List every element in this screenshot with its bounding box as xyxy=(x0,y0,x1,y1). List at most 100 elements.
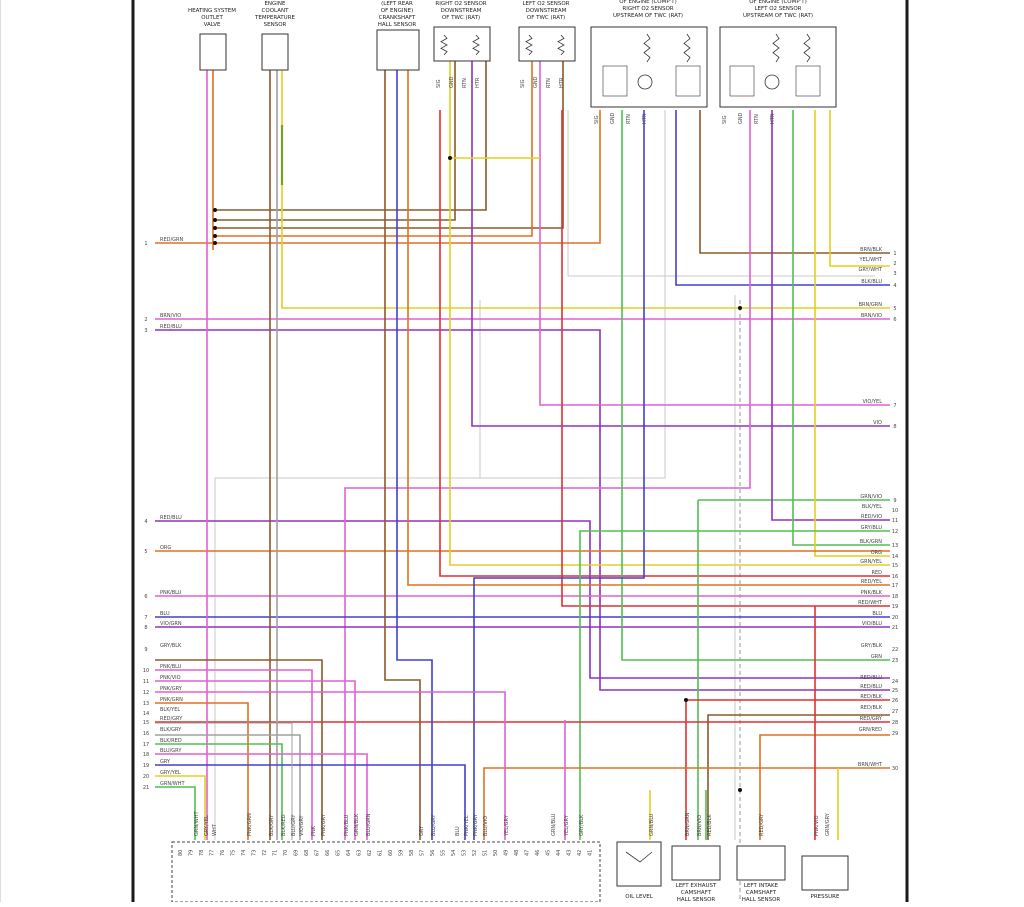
ecm-pin-number: 63 xyxy=(357,850,363,856)
ecm-pin-number: 59 xyxy=(399,850,405,856)
left-wire-label: BLK/YEL xyxy=(160,707,180,713)
right-pin-number: 19 xyxy=(892,604,898,610)
left-pin-number: 11 xyxy=(143,679,149,685)
right-wire-label: RED/BLU xyxy=(860,684,882,690)
wire xyxy=(155,786,196,840)
right-wire-label: RED xyxy=(872,570,883,576)
component-title: VALVE xyxy=(204,22,221,28)
ecm-pin-number: 61 xyxy=(378,850,384,856)
left-wire-label: PNK/BLU xyxy=(160,664,182,670)
splice-dot xyxy=(738,788,742,792)
left-wire-label: GRN/WHT xyxy=(160,781,185,787)
wire xyxy=(155,702,249,840)
right-pin-number: 30 xyxy=(892,766,898,772)
left-pin-number: 20 xyxy=(143,774,149,780)
component-title: TEMPERATURE xyxy=(254,15,296,21)
ecm-pin-number: 50 xyxy=(493,850,499,856)
left-pin-number: 7 xyxy=(144,615,147,621)
ecm-pin-number: 70 xyxy=(283,850,289,856)
right-wire-label: BRN/BLK xyxy=(860,247,883,253)
right-wire-label: BRN/GRN xyxy=(859,302,883,308)
wires xyxy=(155,60,890,840)
heater-element-symbol xyxy=(764,74,780,90)
bottom-wire-label: VIO/GRY xyxy=(299,814,305,836)
ecm-pin-number: 47 xyxy=(525,850,531,856)
right-pin-number: 20 xyxy=(892,615,898,621)
wire xyxy=(155,520,890,679)
right-wire-label: RED/BLK xyxy=(860,694,882,700)
ecm-pin-number: 45 xyxy=(546,850,552,856)
wire xyxy=(396,70,433,840)
splice-dot xyxy=(448,156,452,160)
pressure-sensor xyxy=(801,855,849,891)
faint-wire xyxy=(215,110,666,479)
ecm-pin-number: 66 xyxy=(325,850,331,856)
left-pin-number: 12 xyxy=(143,690,149,696)
right-wire-label: RED/YEL xyxy=(861,579,882,585)
ecm-pin-number: 77 xyxy=(210,850,216,856)
right-wire-label: VIO xyxy=(873,420,882,426)
component-title: HALL SENSOR xyxy=(378,22,417,28)
right-pin-number: 10 xyxy=(892,508,898,514)
left-pin-number: 18 xyxy=(143,752,149,758)
ecm-pin-number: 49 xyxy=(504,850,510,856)
wire xyxy=(215,60,487,211)
left-wire-label: GRY/YEL xyxy=(160,770,181,776)
sensor-pin-label: HTR xyxy=(642,113,648,124)
left-wire-label: VIO/GRN xyxy=(160,621,182,627)
component-title: (LEFT REAR xyxy=(381,1,413,7)
wire xyxy=(449,158,890,566)
splice-dot xyxy=(213,234,217,238)
left-wire-label: PNK/GRN xyxy=(160,697,183,703)
resistor-symbol xyxy=(472,34,480,56)
sensor-pin-label: GND xyxy=(533,76,539,88)
bottom-wire-label: PNK/VIO xyxy=(814,815,820,836)
left-wire-label: RED/GRN xyxy=(160,237,184,243)
right-pin-number: 24 xyxy=(892,679,898,685)
oil-level-switch xyxy=(616,841,662,887)
wire xyxy=(439,110,890,577)
right-pin-number: 3 xyxy=(893,271,896,277)
left-wire-label: BLU/GRY xyxy=(160,748,182,754)
bottom-wire-label: BRN/VIO xyxy=(697,815,703,836)
left-pin-number: 14 xyxy=(143,711,149,717)
right-pin-number: 2 xyxy=(893,261,896,267)
right-pin-number: 1 xyxy=(893,251,896,257)
wire xyxy=(155,680,356,840)
component-title: ENGINE xyxy=(264,1,286,7)
ecm-pin-number: 42 xyxy=(577,850,583,856)
component-title: OF ENGINE (COMP'T) xyxy=(619,0,676,5)
faint-wires xyxy=(214,110,875,900)
wire xyxy=(539,60,890,406)
wire xyxy=(215,60,564,229)
ecm-pin-number: 75 xyxy=(231,850,237,856)
ecm-pin-number: 44 xyxy=(556,850,562,856)
right-pin-number: 22 xyxy=(892,647,898,653)
right-wire-label: BLK/BLU xyxy=(861,279,882,285)
coolant-sensor-connector xyxy=(261,33,289,71)
right-pin-number: 13 xyxy=(892,543,898,549)
component-title: CAMSHAFT xyxy=(681,890,712,896)
wire xyxy=(771,110,890,521)
bottom-wire-label: WHT xyxy=(212,823,218,836)
right-pin-number: 17 xyxy=(892,583,898,589)
wire xyxy=(675,110,890,286)
left-wire-label: BRN/VIO xyxy=(160,313,181,319)
wire xyxy=(155,329,890,691)
left-wire-label: BLU xyxy=(160,611,170,617)
right-pin-number: 29 xyxy=(892,731,898,737)
left-pin-number: 21 xyxy=(143,785,149,791)
wire xyxy=(473,110,645,840)
ecm-pin-number: 68 xyxy=(304,850,310,856)
right-wire-label: BRN/WHT xyxy=(858,762,883,768)
sensor-pin-label: RTN xyxy=(754,114,760,124)
component-title: OF ENGINE) xyxy=(381,8,413,14)
right-wire-label: VIO/YEL xyxy=(862,399,882,405)
components: HEATING SYSTEMOUTLETVALVEENGINECOOLANTTE… xyxy=(188,0,837,124)
heating-valve-connector xyxy=(199,33,227,71)
bottom-wire-label: PNK xyxy=(311,825,317,836)
right-pin-number: 7 xyxy=(893,403,896,409)
